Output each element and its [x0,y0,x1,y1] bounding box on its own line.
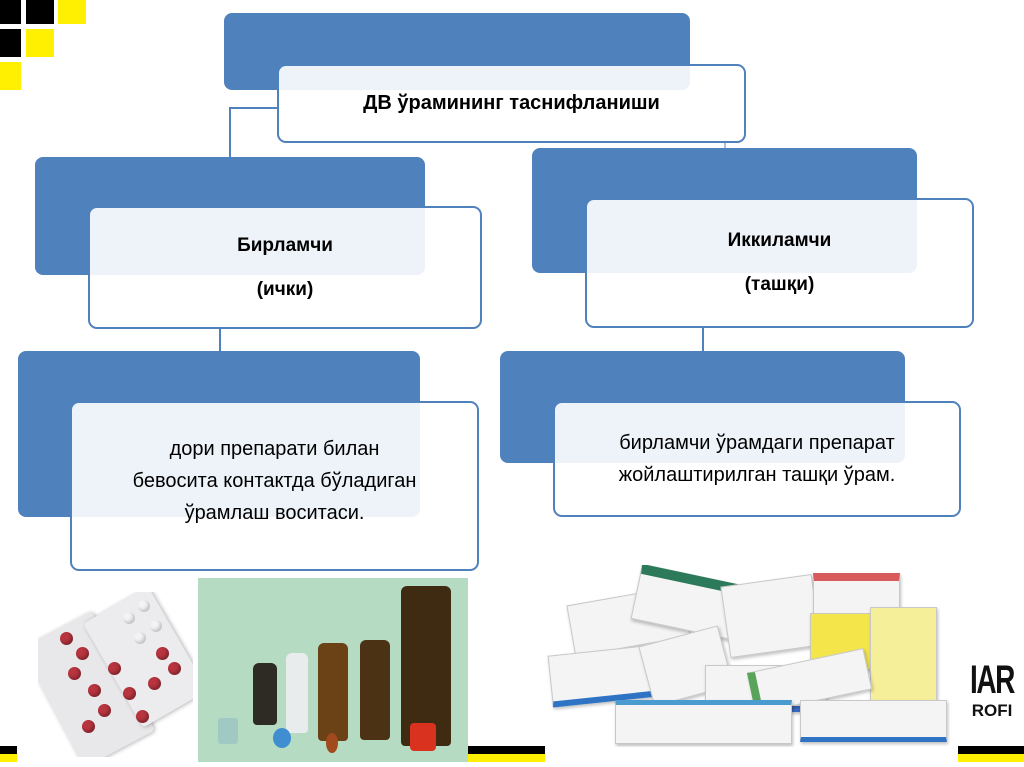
brand-logo: IAR ROFI [960,660,1024,722]
connector [229,107,231,157]
decor-square [0,62,21,90]
decor-square [0,0,21,24]
bottles-image [198,578,468,762]
footer-bar [958,746,1024,754]
footer-bar [468,746,545,754]
secondary-subtitle: (ташқи) [744,274,815,295]
primary-node: Бирламчи (ички) [88,206,482,329]
footer-bar [468,754,545,762]
primary-title: Бирламчи [237,234,333,256]
connector [702,326,704,352]
secondary-title: Иккиламчи [727,230,832,251]
secondary-desc-line: жойлаштирилган ташқи ўрам. [618,464,896,486]
medicine-boxes-image [545,565,960,747]
secondary-node: Иккиламчи (ташқи) [585,198,974,328]
footer-bar [0,746,17,754]
secondary-description-node: бирламчи ўрамдаги препарат жойлаштирилга… [553,401,961,517]
secondary-desc-line: бирламчи ўрамдаги препарат [619,432,895,454]
connector [724,140,726,150]
title-node: ДВ ўрамининг таснифланиши [277,64,746,143]
decor-square [26,0,54,24]
decor-square [26,29,54,57]
primary-desc-line: бевосита контактда бўладиган [132,470,417,492]
decor-square [0,29,21,57]
blister-pack-image [38,592,193,757]
decor-square [58,0,86,24]
primary-desc-line: дори препарати билан [169,438,380,460]
logo-text-bottom: ROFI [971,701,1013,720]
footer-bar [958,754,1024,762]
logo-text-top: IAR [969,658,1015,702]
connector [229,107,277,109]
primary-desc-line: ўрамлаш воситаси. [184,502,365,524]
footer-bar [0,754,17,762]
diagram-title: ДВ ўрамининг таснифланиши [363,92,660,114]
primary-description-node: дори препарати билан бевосита контактда … [70,401,479,571]
connector [219,327,221,352]
primary-subtitle: (ички) [256,278,314,300]
